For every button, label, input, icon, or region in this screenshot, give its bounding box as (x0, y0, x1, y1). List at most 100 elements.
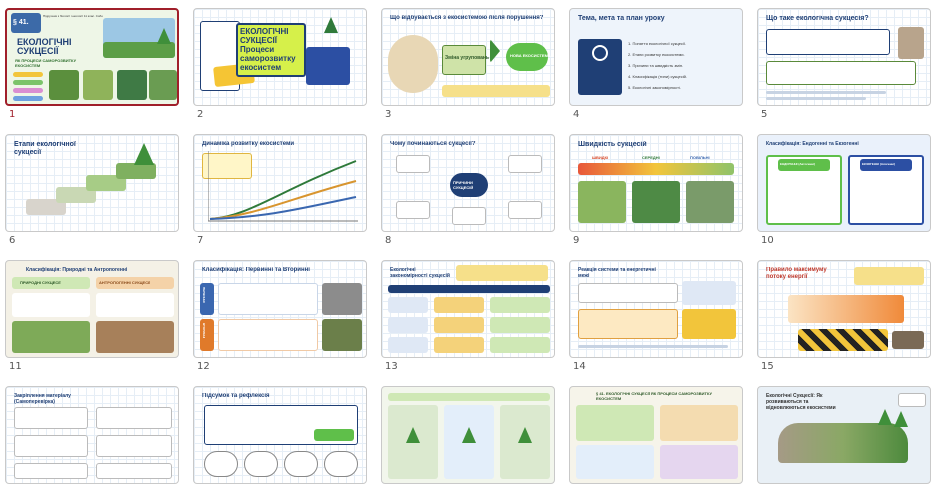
slide-2-blue-card (306, 47, 350, 85)
slide-14-principle (578, 283, 678, 303)
slide-14-title: Реакція системи та енергетичні межі (578, 267, 656, 279)
slide-10-preview: Класифікація: Ендогенні та Екзогенні ЕНД… (757, 134, 931, 232)
slide-17-thought-bubble (324, 451, 358, 477)
slide-1-title: ЕКОЛОГІЧНІ СУКЦЕСІЇ (17, 38, 72, 56)
slide-number: 14 (573, 361, 586, 372)
slide-number: 15 (761, 361, 774, 372)
slide-6-step (56, 187, 96, 203)
slide-12-photo (322, 319, 362, 351)
slide-8-cause (396, 201, 430, 219)
slide-13-cell (490, 297, 550, 313)
slide-13-cell (434, 297, 484, 313)
slide-9-photo (686, 181, 734, 223)
tree-icon (462, 427, 476, 443)
slide-13-cell (434, 317, 484, 333)
slide-5-stages-diagram (766, 61, 916, 85)
slide-6-step (26, 199, 66, 215)
slide-16-question (96, 463, 172, 479)
slide-17-climax-badge (314, 429, 354, 441)
slide-13-cell (490, 317, 550, 333)
slide-19-preview: § 41. ЕКОЛОГІЧНІ СУКЦЕСІЇ ЯК ПРОЦЕСИ САМ… (569, 386, 743, 484)
slide-17-title: Підсумок та рефлексія (202, 393, 270, 399)
slide-13-table-header (388, 285, 550, 293)
slide-3-disturbance-circle (388, 35, 438, 93)
slide-11-anthropogenic-header (96, 277, 174, 289)
slide-8-title: Чому починаються сукцесії? (390, 141, 476, 147)
slide-1-meadow (103, 42, 175, 58)
slide-5-title: Що таке екологічна сукцесія? (766, 15, 869, 22)
slide-12-title: Класифікація: Первинні та Вторинні (202, 267, 310, 273)
slide-10-endogenous-header (778, 159, 830, 171)
slide-1-photo (49, 70, 79, 100)
tree-icon (157, 28, 171, 44)
slide-17-thought-bubble (204, 451, 238, 477)
slide-1-badge-text: § 41. (13, 19, 29, 26)
slide-8-cause (396, 155, 430, 173)
slide-19-panel (576, 405, 654, 441)
slide-19-panel (660, 445, 738, 479)
slide-1-photo (83, 70, 113, 100)
slide-8-cause (508, 201, 542, 219)
slide-1-paragraph-badge (11, 13, 41, 33)
slide-16-question (14, 435, 88, 457)
slide-12-photo (322, 283, 362, 315)
slide-18-preview (381, 386, 555, 484)
slide-number: 6 (9, 235, 16, 246)
slide-17-thought-bubble (284, 451, 318, 477)
slide-16-question (96, 407, 172, 429)
slide-11-photo (96, 321, 174, 353)
slide-15-photo (892, 331, 924, 349)
tree-icon (878, 409, 892, 425)
slide-3-new-label: НОВА ЕКОСИСТЕМА (510, 53, 551, 58)
slide-12-secondary-tab (200, 319, 214, 351)
slide-8-preview: Чому починаються сукцесії? ПРИЧИНИ СУКЦЕ… (381, 134, 555, 232)
slide-number: 11 (9, 361, 22, 372)
slide-12-secondary-label: ВТОРИННІ (202, 323, 206, 339)
slide-12-text (218, 283, 318, 315)
slide-10-title: Класифікація: Ендогенні та Екзогенні (766, 141, 859, 147)
slide-10-exogenous-header (860, 159, 912, 171)
tree-icon (894, 411, 908, 427)
slide-13-cell (388, 337, 428, 353)
slide-18-header (388, 393, 550, 401)
slide-19-panel (576, 445, 654, 479)
slide-20-title: Екологічні Сукцесії: Як розвиваються та … (766, 393, 836, 411)
arrow-icon (490, 39, 500, 63)
slide-14-preview: Реакція системи та енергетичні межі (569, 260, 743, 358)
tree-icon (406, 427, 420, 443)
slide-10-endogenous-label: ЕНДОГЕННІ (Автогенні) (780, 162, 815, 166)
slide-1-photo (149, 70, 177, 100)
slide-11-preview: Класифікація: Природні та Антропогенні П… (5, 260, 179, 358)
slide-number: 10 (761, 235, 774, 246)
slide-1-caption: Підручник з біології і екології 11 клас.… (43, 14, 103, 18)
slide-3-new-badge (506, 43, 548, 71)
slide-15-energy-arrow (788, 295, 904, 323)
slide-16-question (14, 407, 88, 429)
slide-6-title: Етапи екологічної сукцесії (14, 141, 76, 156)
slide-16-question (14, 463, 88, 479)
slide-9-speed-arrow (578, 163, 734, 175)
slide-1-chip (13, 80, 43, 85)
slide-14-balance (682, 281, 736, 305)
slide-12-primary-tab (200, 283, 214, 315)
slide-12-text (218, 319, 318, 351)
slide-17-thought-bubble (244, 451, 278, 477)
slide-1-subtitle: ЯК ПРОЦЕСИ САМОРОЗВИТКУ ЕКОСИСТЕМ (15, 58, 77, 68)
slide-14-text-line (578, 345, 728, 348)
slide-3-conclusion (442, 85, 550, 97)
slide-5-definition (766, 29, 890, 55)
slide-7-note (202, 153, 252, 179)
slide-15-warning (798, 329, 888, 351)
slide-19-panel (660, 405, 738, 441)
slide-1-photo (117, 70, 147, 100)
slide-4-plan-item: 3. Причини та швидкість змін. (628, 63, 684, 68)
slide-6-preview: Етапи екологічної сукцесії (5, 134, 179, 232)
slide-15-note (854, 267, 924, 285)
slide-3-preview: Що відбувається з екосистемою після пору… (381, 8, 555, 106)
slide-20-label (898, 393, 926, 407)
slide-20-illustration (778, 423, 908, 463)
slide-15-title: Правило максимуму потоку енергії (766, 267, 827, 280)
slide-16-preview: Закріплення матеріалу (Самоперевірка) (5, 386, 179, 484)
slide-1-chip (13, 88, 43, 93)
slide-number: 4 (573, 109, 580, 120)
